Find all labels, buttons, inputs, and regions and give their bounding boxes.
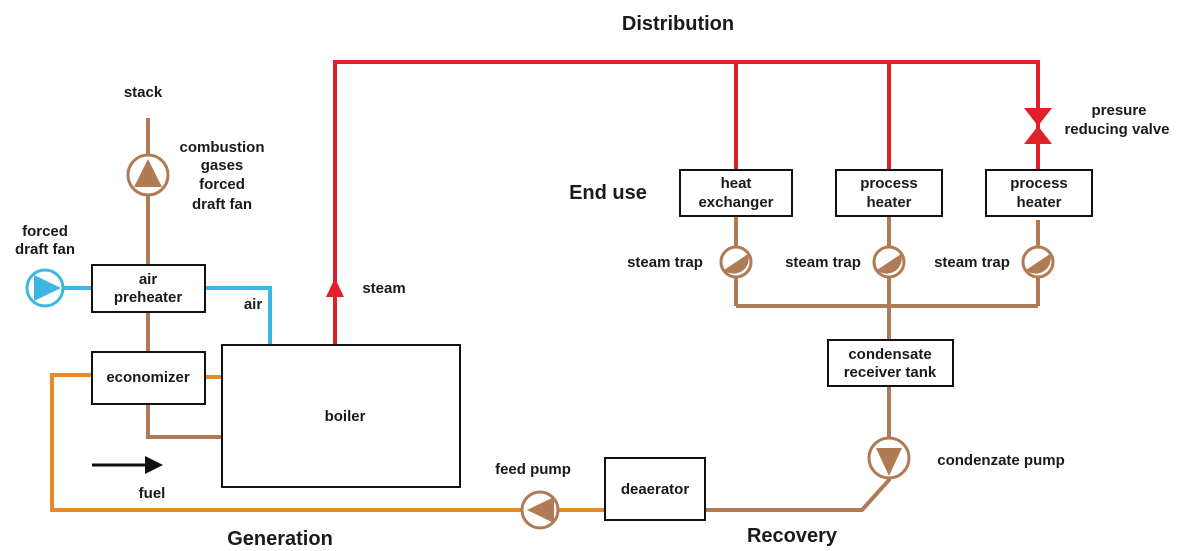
process-heater-2-label-line2: heater: [1016, 194, 1061, 211]
process-heater-1-label-line1: process: [860, 175, 918, 192]
air-label: air: [244, 296, 263, 313]
combustion-fan-label-line1: combustion: [180, 139, 265, 156]
condensate-pump-label: condenzate pump: [937, 452, 1065, 469]
steam-trap-3-label: steam trap: [934, 254, 1010, 271]
deaerator-label: deaerator: [621, 481, 690, 498]
combustion-fan-label-line3: forced: [199, 176, 245, 193]
process-heater-1-label-line2: heater: [866, 194, 911, 211]
process-heater-2-label-line1: process: [1010, 175, 1068, 192]
steam-trap-1-label: steam trap: [627, 254, 703, 271]
forced-draft-fan-label-line1: forced: [22, 223, 68, 240]
condensate-tank-label-line1: condensate: [848, 346, 931, 363]
combustion-fan-label-line2: gases: [201, 157, 244, 174]
steam-trap-3-icon: [1021, 245, 1055, 279]
heat-exchanger-label-line2: exchanger: [698, 194, 773, 211]
fuel-arrow-icon: [145, 456, 163, 474]
combustion-fan-label-line4: draft fan: [192, 196, 252, 213]
air-preheater-box: air preheater: [91, 264, 206, 313]
boiler-label: boiler: [325, 408, 366, 425]
generation-title: Generation: [227, 528, 333, 550]
condensate-tank-label-line2: receiver tank: [844, 364, 937, 381]
steam-arrow-icon: [326, 278, 344, 297]
steam-label: steam: [362, 280, 405, 297]
condensate-receiver-tank-box: condensate receiver tank: [827, 339, 954, 387]
economizer-label: economizer: [106, 369, 190, 386]
air-preheater-label-line2: preheater: [114, 289, 183, 306]
air-preheater-label-line1: air: [139, 271, 158, 288]
steam-trap-2-icon: [872, 245, 906, 279]
process-heater-1-box: process heater: [835, 169, 943, 217]
pressure-valve-label-line1: presure: [1091, 102, 1146, 119]
fuel-label: fuel: [139, 485, 166, 502]
process-heater-2-box: process heater: [985, 169, 1093, 217]
heat-exchanger-label-line1: heat: [721, 175, 752, 192]
heat-exchanger-box: heat exchanger: [679, 169, 793, 217]
air-pipe-boiler: [205, 286, 272, 345]
feed-pump-label: feed pump: [495, 461, 571, 478]
forced-draft-fan-label-line2: draft fan: [15, 241, 75, 258]
stack-label: stack: [124, 84, 163, 101]
boiler-box: boiler: [221, 344, 461, 488]
recovery-title: Recovery: [747, 525, 838, 547]
flue-gas-from-boiler: [146, 404, 222, 439]
feed-pump-icon: [520, 490, 560, 530]
end-use-title: End use: [569, 182, 647, 204]
combustion-fan-icon: [126, 153, 170, 197]
pressure-valve-label-line2: reducing valve: [1064, 121, 1169, 138]
condensate-to-pump: [705, 386, 891, 512]
economizer-box: economizer: [91, 351, 206, 405]
pressure-reducing-valve-icon: [1024, 108, 1052, 144]
feedwater-pipe: [50, 373, 605, 512]
steam-trap-2-label: steam trap: [785, 254, 861, 271]
distribution-title: Distribution: [622, 13, 734, 35]
steam-trap-1-icon: [719, 245, 753, 279]
deaerator-box: deaerator: [604, 457, 706, 521]
forced-draft-fan-icon: [25, 268, 65, 308]
condensate-pump-icon: [867, 436, 911, 480]
